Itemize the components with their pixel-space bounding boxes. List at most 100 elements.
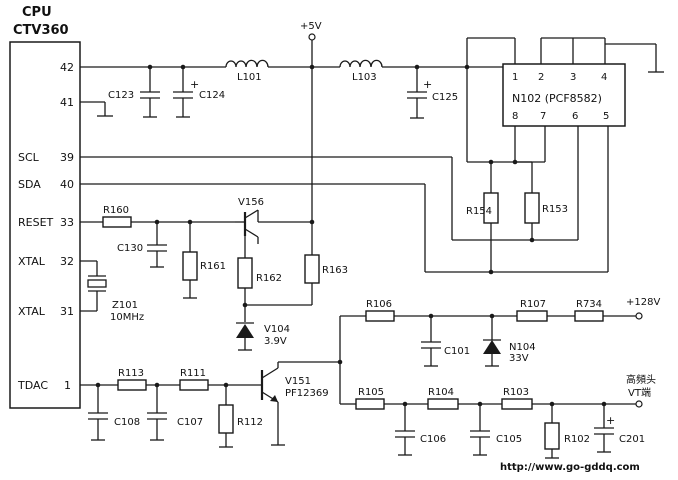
r106-resistor bbox=[365, 310, 395, 322]
pin-num-1: 1 bbox=[64, 379, 71, 392]
cpu-part-label: CTV360 bbox=[13, 23, 69, 38]
c108-label: C108 bbox=[114, 417, 140, 428]
svg-text:Z101: Z101 bbox=[112, 300, 138, 311]
pin-num-40: 40 bbox=[60, 178, 74, 191]
r104-resistor bbox=[427, 398, 459, 410]
top-supply-rail: L101 L103 +5V C123 + C bbox=[80, 21, 510, 222]
svg-text:R111: R111 bbox=[180, 368, 206, 379]
svg-text:3: 3 bbox=[570, 72, 576, 83]
n102-label: N102 (PCF8582) bbox=[512, 92, 602, 105]
svg-text:R104: R104 bbox=[428, 387, 454, 398]
c125-capacitor: + C125 bbox=[407, 64, 458, 119]
svg-text:8: 8 bbox=[512, 111, 518, 122]
svg-text:1: 1 bbox=[512, 72, 518, 83]
l101-inductor bbox=[225, 59, 269, 68]
svg-text:R113: R113 bbox=[118, 368, 144, 379]
cpu-body bbox=[9, 41, 81, 409]
l103-inductor bbox=[339, 59, 383, 68]
pin-name-reset: RESET bbox=[18, 216, 54, 229]
cpu-label: CPU bbox=[22, 5, 52, 20]
r163-resistor bbox=[304, 254, 320, 284]
r102-resistor bbox=[544, 422, 560, 450]
pin-name-tdac: TDAC bbox=[17, 379, 48, 392]
svg-text:C125: C125 bbox=[432, 92, 458, 103]
pin-name-xtal-32: XTAL bbox=[18, 255, 46, 268]
ic-wiring bbox=[464, 37, 664, 272]
svg-text:N104: N104 bbox=[509, 342, 536, 353]
v151-transistor: V151 PF12369 bbox=[260, 361, 340, 446]
i2c-lines bbox=[80, 156, 608, 275]
z101-crystal: Z101 10MHz bbox=[80, 260, 144, 323]
tuner-vt-terminal bbox=[635, 400, 643, 408]
r103-resistor bbox=[501, 398, 533, 410]
svg-text:R107: R107 bbox=[520, 299, 546, 310]
svg-text:C124: C124 bbox=[199, 90, 225, 101]
svg-text:R106: R106 bbox=[366, 299, 392, 310]
r160-resistor bbox=[102, 216, 132, 228]
svg-text:5: 5 bbox=[603, 111, 609, 122]
v104-zener-diode: V104 3.9V bbox=[236, 322, 290, 351]
svg-text:10MHz: 10MHz bbox=[110, 312, 144, 323]
r112-resistor bbox=[218, 404, 234, 434]
hv-supply-section: R106 R107 R734 +128V C101 N104 33V bbox=[340, 297, 660, 367]
svg-text:R163: R163 bbox=[322, 265, 348, 276]
svg-text:4: 4 bbox=[601, 72, 607, 83]
r105-resistor bbox=[355, 398, 385, 410]
r734-resistor bbox=[574, 310, 604, 322]
svg-text:PF12369: PF12369 bbox=[285, 388, 329, 399]
n102-ic: 1 2 3 4 N102 (PCF8582) 8 7 6 5 bbox=[502, 63, 626, 127]
n104-zener-diode: N104 33V bbox=[483, 316, 536, 367]
svg-text:R160: R160 bbox=[103, 205, 129, 216]
c101-label: C101 bbox=[444, 346, 470, 357]
svg-text:R734: R734 bbox=[576, 299, 602, 310]
svg-text:R112: R112 bbox=[237, 417, 263, 428]
l103-label: L103 bbox=[352, 72, 377, 83]
tdac-chain: R113 R111 C108 C107 R112 bbox=[80, 316, 656, 459]
svg-text:R105: R105 bbox=[358, 387, 384, 398]
pin-num-42: 42 bbox=[60, 61, 74, 74]
pin-num-32: 32 bbox=[60, 255, 74, 268]
c105-label: C105 bbox=[496, 434, 522, 445]
cpu-block: CPU CTV360 42 41 SCL 39 SDA 40 RESET 33 … bbox=[9, 5, 81, 409]
pin-num-41: 41 bbox=[60, 96, 74, 109]
pin-name-scl: SCL bbox=[18, 151, 40, 164]
svg-text:+: + bbox=[190, 78, 199, 91]
svg-text:V104: V104 bbox=[264, 324, 290, 335]
svg-text:R161: R161 bbox=[200, 261, 226, 272]
pin-num-39: 39 bbox=[60, 151, 74, 164]
svg-text:R162: R162 bbox=[256, 273, 282, 284]
r162-resistor bbox=[237, 257, 253, 289]
c201-label: C201 bbox=[619, 434, 645, 445]
r154-resistor: R154 bbox=[466, 162, 499, 272]
svg-text:R102: R102 bbox=[564, 434, 590, 445]
reset-circuit: R160 C130 R161 V156 R162 bbox=[80, 197, 348, 351]
pin-num-31: 31 bbox=[60, 305, 74, 318]
c107-label: C107 bbox=[177, 417, 203, 428]
r161-resistor bbox=[182, 251, 198, 281]
r153-resistor: R153 bbox=[515, 161, 568, 240]
c106-label: C106 bbox=[420, 434, 446, 445]
c130-label: C130 bbox=[117, 243, 143, 254]
r107-resistor bbox=[516, 310, 548, 322]
svg-text:R154: R154 bbox=[466, 206, 492, 217]
plus128v-label: +128V bbox=[626, 297, 660, 308]
plus128v-terminal bbox=[635, 312, 643, 320]
c123-capacitor: C123 bbox=[108, 64, 160, 118]
tuner-vt-label: VT端 bbox=[628, 386, 651, 399]
svg-text:33V: 33V bbox=[509, 353, 529, 364]
plus5v-label: +5V bbox=[300, 21, 322, 32]
l101-label: L101 bbox=[237, 72, 262, 83]
svg-text:7: 7 bbox=[540, 111, 546, 122]
pin-name-xtal-31: XTAL bbox=[18, 305, 46, 318]
watermark-text: http://www.go-gddq.com bbox=[500, 462, 640, 473]
svg-text:3.9V: 3.9V bbox=[264, 336, 287, 347]
tuner-label: 高頻头 bbox=[626, 373, 656, 386]
svg-text:R103: R103 bbox=[503, 387, 529, 398]
pin-num-33: 33 bbox=[60, 216, 74, 229]
c124-capacitor: + C124 bbox=[173, 64, 225, 118]
plus5v-terminal bbox=[308, 33, 316, 41]
svg-text:+: + bbox=[423, 78, 432, 91]
r113-resistor bbox=[117, 379, 147, 391]
v156-transistor: V156 bbox=[235, 197, 312, 244]
